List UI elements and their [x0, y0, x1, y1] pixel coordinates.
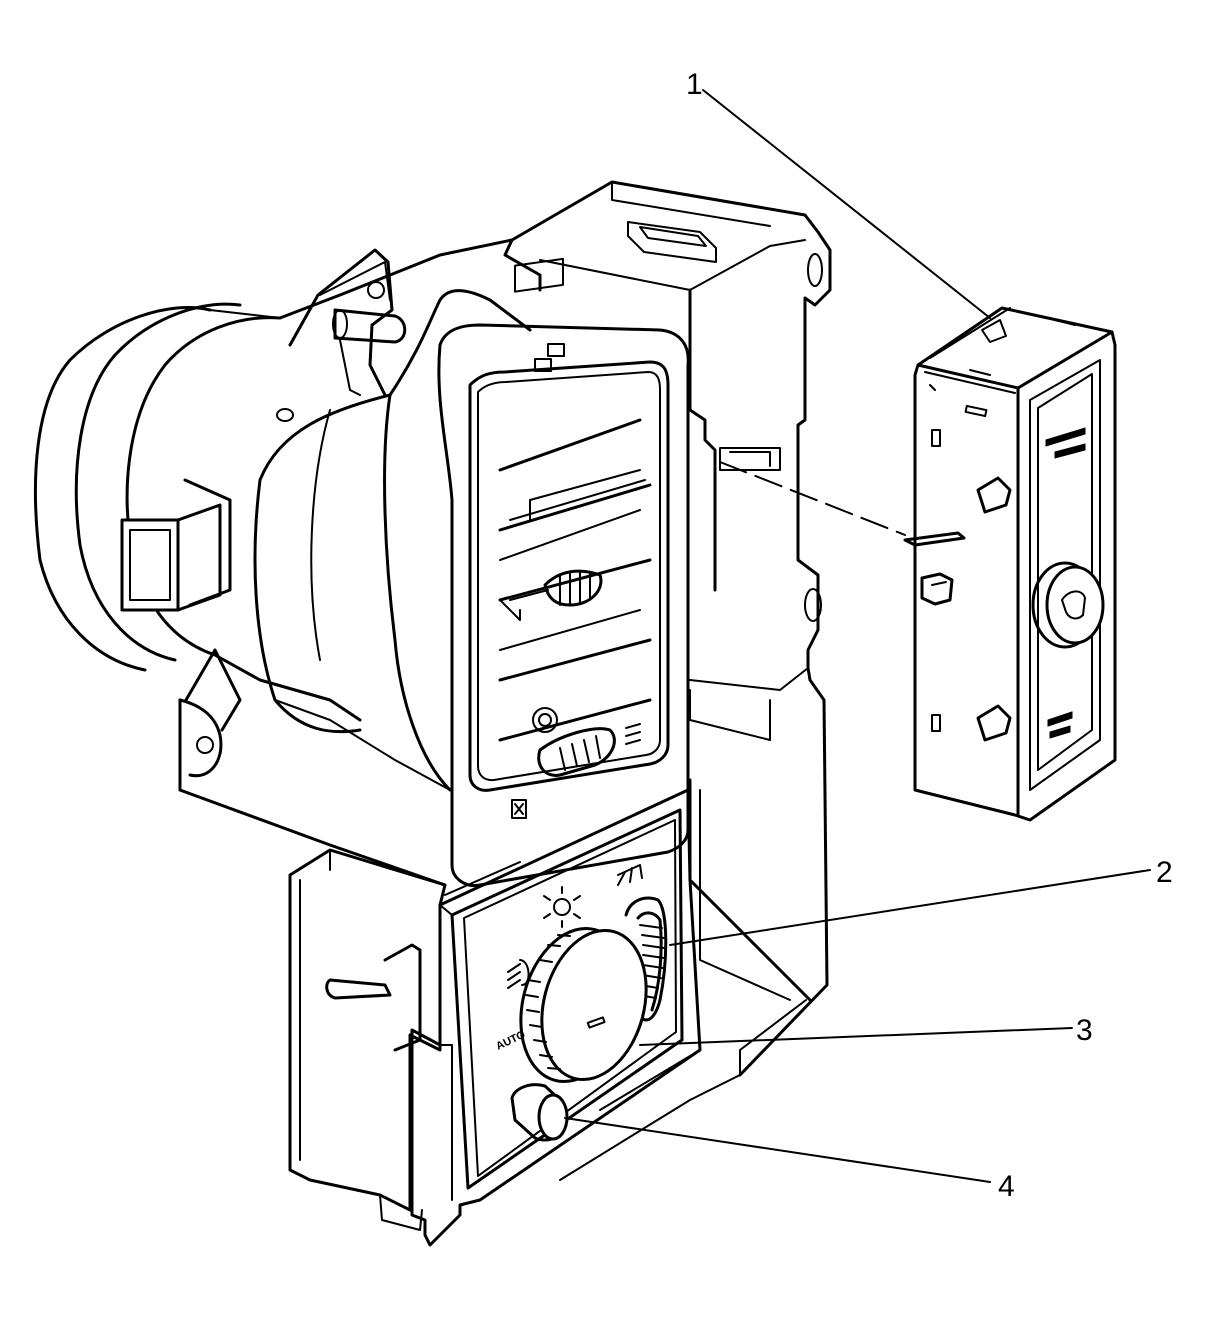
auxiliary-switch-module	[903, 306, 1117, 822]
dome-lamp-icon	[617, 864, 643, 886]
instrument-panel-bracket	[178, 180, 832, 1077]
parking-lamp-icon	[543, 886, 581, 928]
air-vent-duct	[33, 238, 532, 792]
callout-3: 3	[1076, 1014, 1093, 1047]
fog-lamp-button[interactable]	[510, 1083, 569, 1142]
headlamp-control-knob[interactable]	[505, 916, 662, 1094]
leader-line-3	[639, 1027, 1073, 1046]
vent-bezel	[437, 257, 690, 888]
callout-4: 4	[998, 1170, 1015, 1203]
leader-line-2	[669, 869, 1151, 946]
callout-2: 2	[1156, 856, 1173, 889]
callouts: 1 2 3 4	[564, 68, 1173, 1203]
panel-dimmer-icon	[625, 723, 641, 745]
callout-1: 1	[686, 68, 703, 101]
panel-dimmer-thumbwheel[interactable]	[624, 896, 668, 1022]
leader-line-1	[702, 89, 991, 319]
headlamp-switch: AUTO	[288, 788, 741, 1247]
defrost-icon	[514, 257, 565, 372]
alignment-line	[719, 461, 906, 536]
auto-position-label: AUTO	[494, 1029, 528, 1053]
headlamp-icon	[507, 959, 530, 989]
leader-line-4	[564, 1117, 991, 1183]
